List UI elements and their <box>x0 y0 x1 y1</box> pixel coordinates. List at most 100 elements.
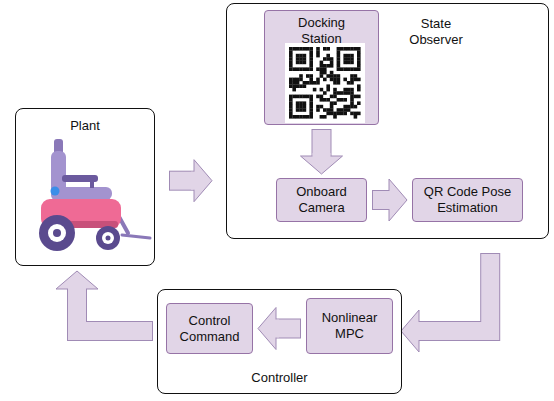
arrow-joint <box>191 172 196 190</box>
qr-module <box>326 98 330 102</box>
qr-module <box>357 95 361 99</box>
qr-module <box>357 101 361 105</box>
backrest <box>51 151 66 201</box>
block-arrow <box>372 179 407 221</box>
qr-module <box>303 101 307 105</box>
qr-module <box>292 67 296 71</box>
qr-module <box>313 81 317 85</box>
qr-module <box>320 61 324 65</box>
arrow-head <box>389 179 407 221</box>
qr-module <box>354 74 358 78</box>
arrow-head <box>194 160 212 202</box>
qr-module <box>330 78 334 82</box>
qr-module <box>296 61 300 65</box>
base <box>41 199 121 228</box>
qr-module <box>357 67 361 71</box>
qr-module <box>296 95 300 99</box>
qr-module <box>343 98 347 102</box>
qr-module <box>343 54 347 58</box>
qr-module <box>350 78 354 82</box>
qr-module <box>350 112 354 116</box>
qr-module <box>357 88 361 92</box>
qr-module <box>323 71 327 75</box>
qr-module <box>309 81 313 85</box>
qr-module <box>350 98 354 102</box>
qr-module <box>337 91 341 95</box>
qr-module <box>309 101 313 105</box>
qr-module <box>350 47 354 51</box>
qr-module <box>299 84 303 88</box>
qr-module <box>350 88 354 92</box>
leg-support <box>112 204 128 233</box>
qr-module <box>340 67 344 71</box>
qr-module <box>289 78 293 82</box>
qr-module <box>323 47 327 51</box>
qr-module <box>354 78 358 82</box>
qr-module <box>296 57 300 61</box>
qr-module <box>357 84 361 88</box>
qr-module <box>296 78 300 82</box>
qr-module <box>320 95 324 99</box>
qr-module <box>326 108 330 112</box>
qr-module <box>347 67 351 71</box>
qr-module <box>330 57 334 61</box>
qr-module <box>330 108 334 112</box>
qr-module <box>326 47 330 51</box>
qr-module <box>303 115 307 119</box>
qr-module <box>347 81 351 85</box>
qr-module <box>323 78 327 82</box>
qr-module <box>306 81 310 85</box>
seat <box>58 187 112 200</box>
qr-module <box>296 81 300 85</box>
qr-module <box>337 67 341 71</box>
base-frame <box>48 221 118 228</box>
footrest <box>122 235 150 238</box>
qr-module <box>303 54 307 58</box>
node-label: Plant <box>16 118 154 134</box>
qr-module <box>316 50 320 54</box>
qr-module <box>316 67 320 71</box>
qr-module <box>289 95 293 99</box>
qr-module <box>309 98 313 102</box>
qr-module <box>292 84 296 88</box>
qr-module <box>296 101 300 105</box>
qr-module <box>289 84 293 88</box>
qr-module <box>357 57 361 61</box>
qr-module <box>289 115 293 119</box>
qr-module <box>333 95 337 99</box>
block-arrow <box>401 253 490 352</box>
qr-module <box>296 47 300 51</box>
qr-module <box>316 47 320 51</box>
armrest <box>62 175 98 182</box>
qr-module <box>309 74 313 78</box>
qr-module <box>333 78 337 82</box>
qr-module <box>330 112 334 116</box>
qr-module <box>350 57 354 61</box>
qr-module <box>299 115 303 119</box>
qr-module <box>354 47 358 51</box>
qr-module <box>343 112 347 116</box>
qr-module <box>350 74 354 78</box>
qr-module <box>299 101 303 105</box>
qr-module <box>320 67 324 71</box>
qr-module <box>354 105 358 109</box>
qr-module <box>309 57 313 61</box>
qr-module <box>306 95 310 99</box>
qr-module <box>337 81 341 85</box>
arrow-head <box>258 308 276 350</box>
qr-module <box>320 105 324 109</box>
qr-module <box>350 67 354 71</box>
qr-module <box>330 61 334 65</box>
arrow-shaft-outline <box>372 190 390 210</box>
arrow-shaft-outline <box>77 288 153 331</box>
qr-module <box>316 81 320 85</box>
qr-module <box>292 95 296 99</box>
qr-module <box>326 74 330 78</box>
qr-module <box>303 61 307 65</box>
qr-module <box>309 105 313 109</box>
qr-module <box>343 105 347 109</box>
qr-module <box>320 74 324 78</box>
process-box: Onboard Camera <box>276 178 367 222</box>
qr-background <box>285 43 365 123</box>
arrow-shaft <box>373 191 390 209</box>
